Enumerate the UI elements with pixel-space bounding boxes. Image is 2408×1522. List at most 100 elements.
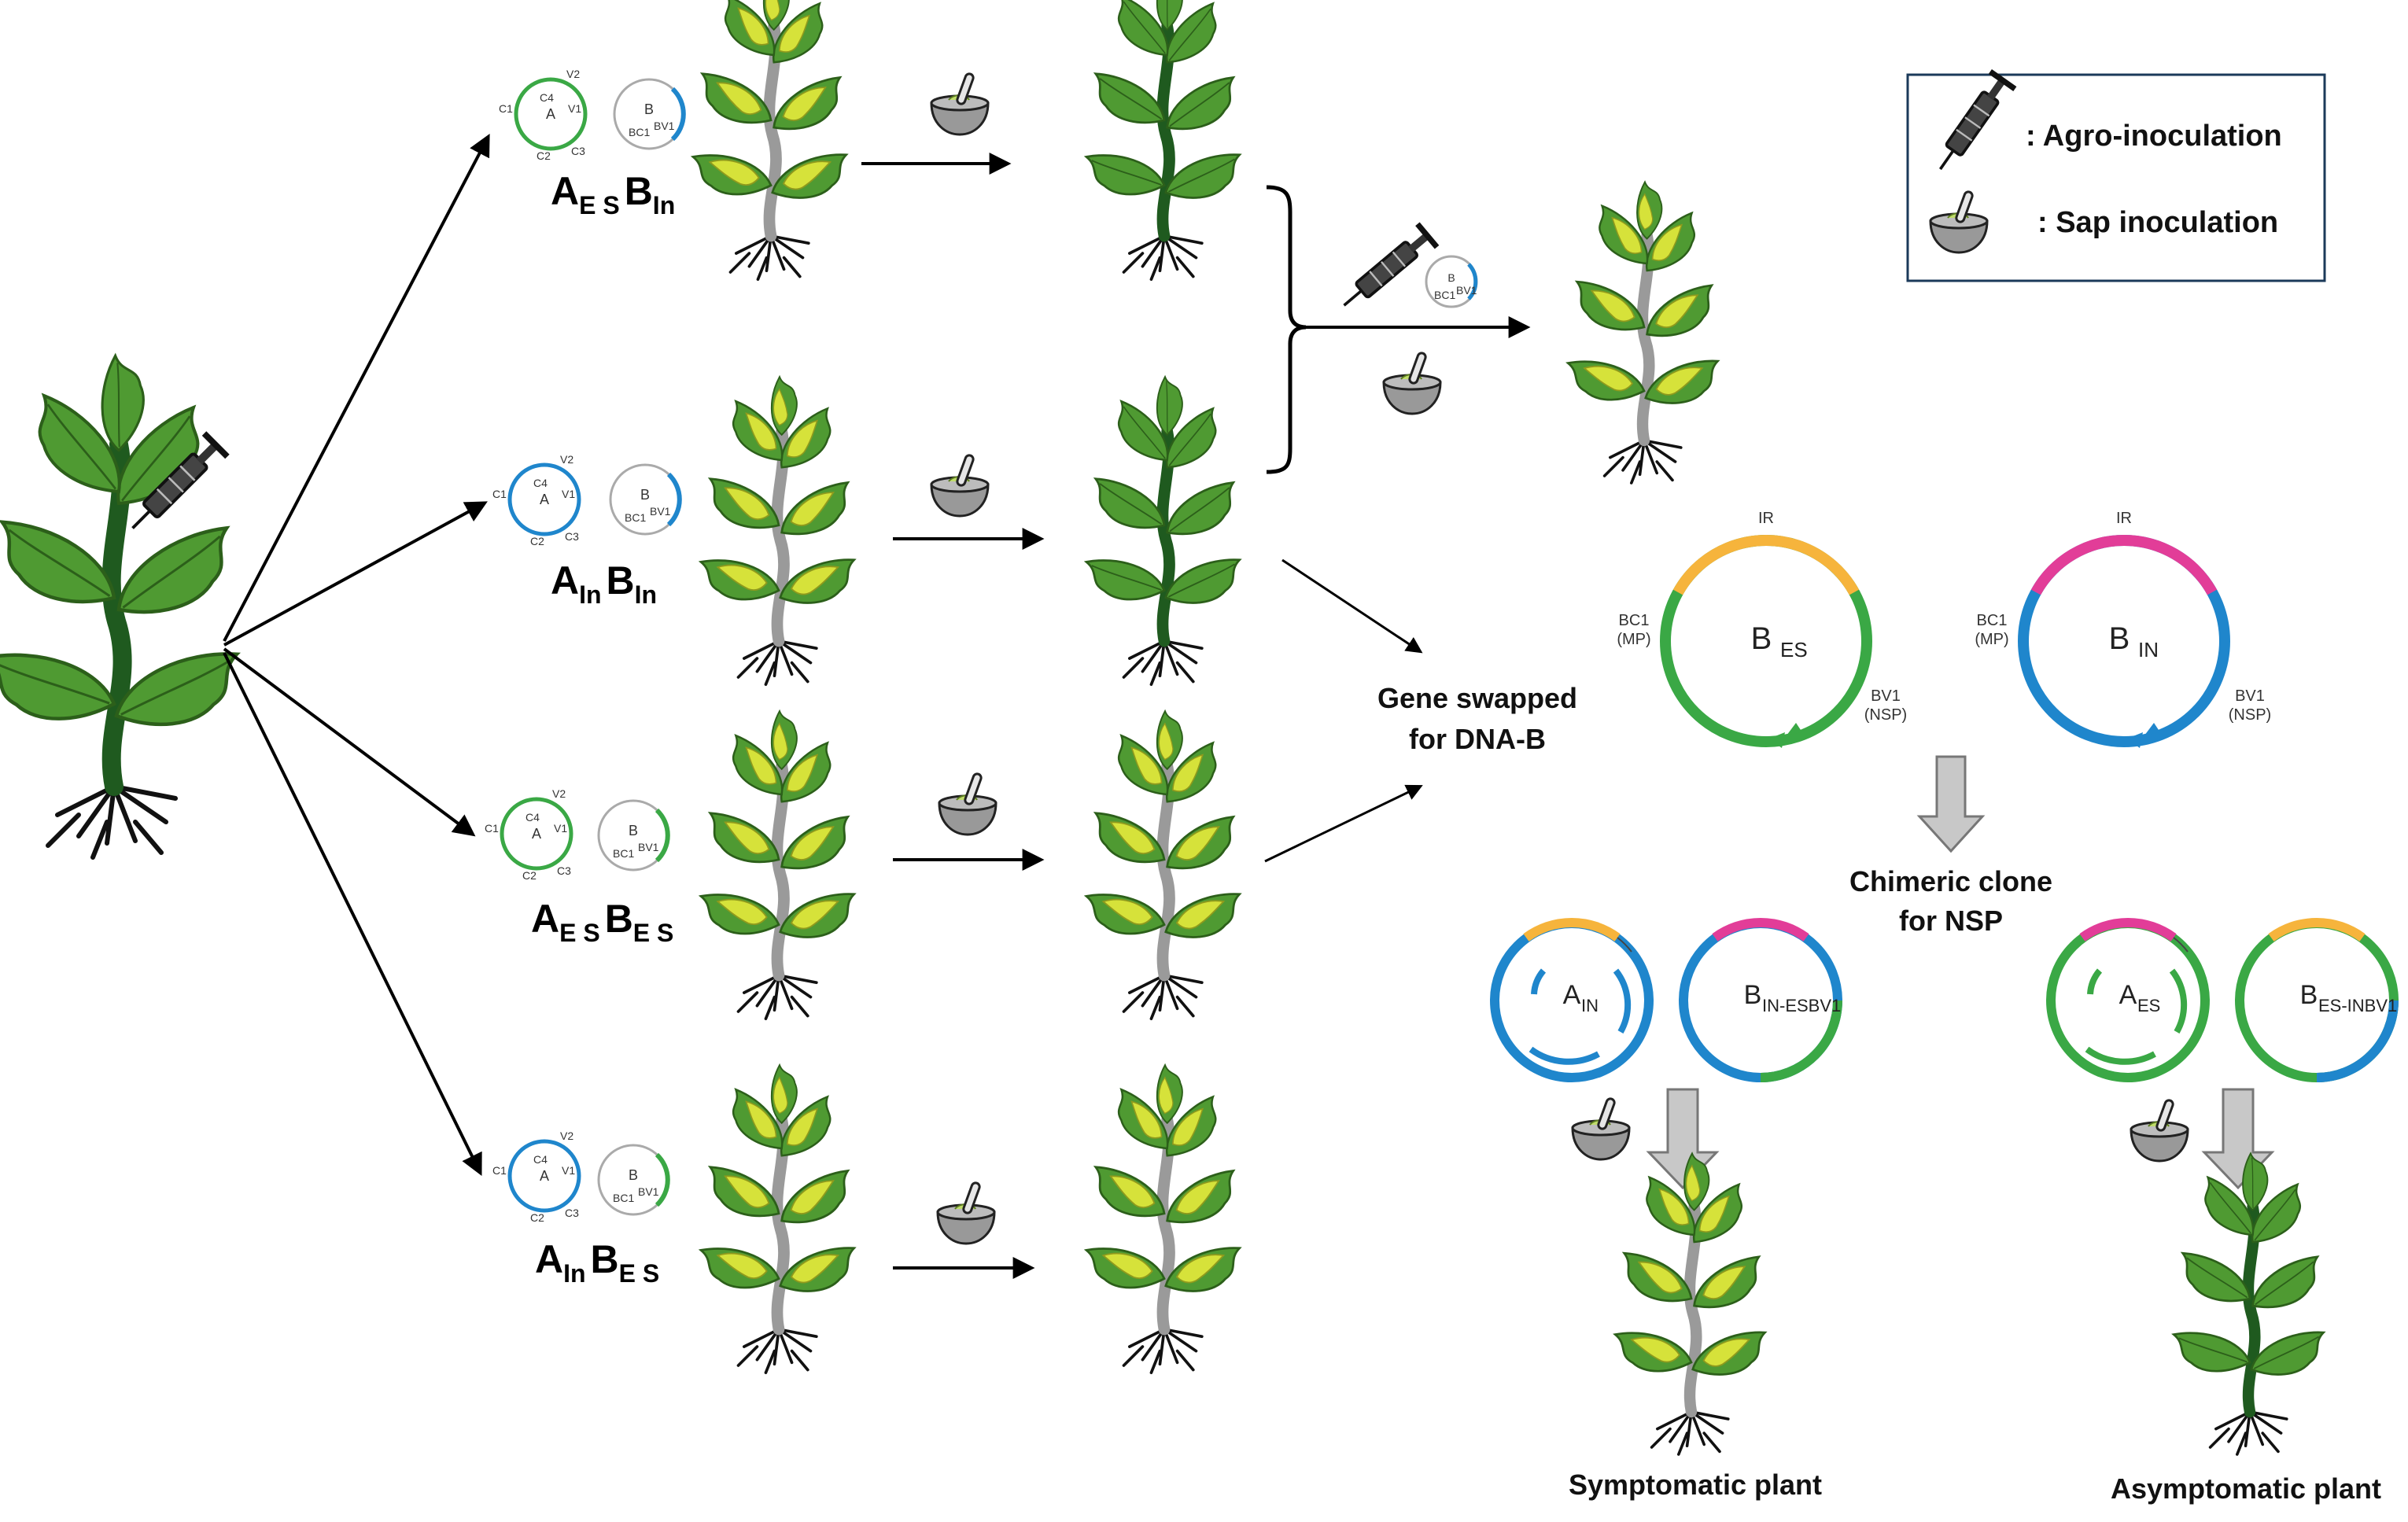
svg-text:C2: C2 [530, 1211, 544, 1224]
svg-text:B: B [2109, 621, 2130, 656]
svg-text:V1: V1 [562, 488, 575, 500]
sap-inoculation-icon-asymptomatic [2130, 1097, 2189, 1163]
plasmid-b-row2: B BC1 BV1 [609, 463, 682, 536]
svg-text:C4: C4 [540, 91, 554, 104]
plant-row1-result [1082, 0, 1248, 279]
plasmid-a-row4: A C1 C2 C3 C4 V1 V2 [492, 1130, 581, 1224]
plant-combo-result [1564, 182, 1726, 483]
svg-text:BC1: BC1 [1619, 612, 1650, 629]
svg-text:C2: C2 [522, 869, 537, 882]
plasmid-a-es-chimeric: A ES [2046, 917, 2210, 1082]
small-plasmid-b: B BC1 BV1 [1425, 255, 1478, 308]
svg-text:B: B [629, 823, 638, 838]
legend-agro-label: : Agro-inoculation [2026, 120, 2282, 153]
plasmid-b-row4: B BC1 BV1 [597, 1144, 670, 1216]
svg-text:B: B [1744, 980, 1762, 1010]
chimeric-title-line2: for NSP [1899, 905, 2003, 937]
svg-text:BC1: BC1 [629, 126, 650, 138]
svg-text:C2: C2 [537, 149, 551, 162]
svg-text:BV1: BV1 [1871, 687, 1901, 705]
plasmid-b-in-esbv1: B IN-ESBV1 [1679, 917, 1842, 1082]
plant-row2-inoculated [696, 376, 862, 684]
svg-text:V1: V1 [568, 102, 581, 115]
svg-text:BC1: BC1 [613, 1192, 634, 1204]
svg-text:ES-INBV1: ES-INBV1 [2318, 996, 2397, 1015]
plant-row4-result [1082, 1064, 1248, 1373]
plant-row2-result [1082, 376, 1248, 684]
svg-text:(NSP): (NSP) [2229, 706, 2271, 724]
svg-text:C3: C3 [565, 530, 579, 543]
plant-row3-result [1082, 710, 1248, 1019]
svg-text:A: A [532, 826, 541, 842]
svg-text:C4: C4 [525, 811, 540, 824]
svg-text:BV1: BV1 [1456, 284, 1477, 297]
svg-text:C3: C3 [557, 864, 571, 877]
svg-text:A: A [540, 492, 549, 507]
svg-text:B: B [640, 487, 650, 503]
sap-inoculation-icon-row2 [930, 452, 990, 518]
svg-text:V1: V1 [554, 822, 567, 835]
plasmid-b-es-inbv1: B ES-INBV1 [2235, 917, 2399, 1082]
plasmid-a-row2: A C1 C2 C3 C4 V1 V2 [492, 453, 581, 547]
symptomatic-plant [1611, 1153, 1773, 1454]
down-arrow-chimeric [1916, 755, 1986, 853]
sap-inoculation-icon-row3 [938, 771, 997, 836]
asymptomatic-label: Asymptomatic plant [2111, 1472, 2381, 1505]
svg-text:C1: C1 [485, 822, 499, 835]
svg-text:V2: V2 [560, 1130, 573, 1142]
svg-text:C3: C3 [571, 145, 585, 157]
svg-text:B: B [644, 101, 654, 117]
plasmid-b-row1: B BC1 BV1 [613, 78, 686, 150]
plant-row1-inoculated [688, 0, 854, 279]
plasmid-b-row3: B BC1 BV1 [597, 799, 670, 872]
svg-text:V2: V2 [566, 68, 580, 80]
svg-text:C3: C3 [565, 1207, 579, 1219]
svg-text:BV1: BV1 [2235, 687, 2265, 705]
plasmid-b-in-large: B IN IR BC1 (MP) BV1 (NSP) [1975, 510, 2271, 748]
svg-text:C1: C1 [492, 1164, 507, 1177]
svg-text:BC1: BC1 [613, 847, 634, 860]
legend-sap-label: : Sap inoculation [2037, 206, 2278, 239]
svg-text:V1: V1 [562, 1164, 575, 1177]
sap-inoculation-icon-row4 [936, 1180, 996, 1245]
svg-text:B: B [629, 1167, 638, 1183]
svg-text:C4: C4 [533, 477, 548, 489]
plant-row3-inoculated [696, 710, 862, 1019]
arrows-to-gene-swap [1264, 558, 1423, 863]
sap-inoculation-icon-symptomatic [1571, 1096, 1631, 1161]
svg-text:B: B [2300, 980, 2318, 1010]
sap-inoculation-icon-combo [1382, 350, 1442, 415]
chimeric-title-line1: Chimeric clone [1849, 865, 2052, 897]
svg-text:B: B [1447, 271, 1455, 284]
svg-text:(NSP): (NSP) [1864, 706, 1907, 724]
symptomatic-label: Symptomatic plant [1569, 1469, 1822, 1501]
svg-text:A: A [2119, 980, 2137, 1010]
gene-swap-title-line2: for DNA-B [1409, 723, 1546, 755]
svg-text:ES: ES [1780, 638, 1808, 661]
svg-text:BC1: BC1 [625, 511, 646, 524]
svg-text:BV1: BV1 [654, 120, 675, 132]
sap-inoculation-icon-row1 [930, 71, 990, 136]
svg-text:IN-ESBV1: IN-ESBV1 [1762, 996, 1841, 1015]
svg-text:BC1: BC1 [1434, 289, 1455, 301]
svg-text:A: A [1563, 980, 1581, 1010]
svg-text:ES: ES [2137, 996, 2160, 1015]
fan-arrows [223, 134, 490, 1177]
svg-text:(MP): (MP) [1975, 631, 2008, 648]
svg-text:BV1: BV1 [638, 1185, 659, 1198]
gene-swap-title-line1: Gene swapped [1377, 682, 1577, 714]
svg-text:IR: IR [2116, 510, 2132, 527]
svg-text:IN: IN [2138, 638, 2159, 661]
svg-text:C2: C2 [530, 535, 544, 547]
svg-text:IR: IR [1758, 510, 1774, 527]
svg-text:V2: V2 [560, 453, 573, 466]
svg-text:BC1: BC1 [1977, 612, 2008, 629]
plasmid-a-row1: A C1 C2 C3 C4 V1 V2 [499, 68, 588, 162]
legend: : Agro-inoculation : Sap inoculation [1906, 68, 2326, 282]
